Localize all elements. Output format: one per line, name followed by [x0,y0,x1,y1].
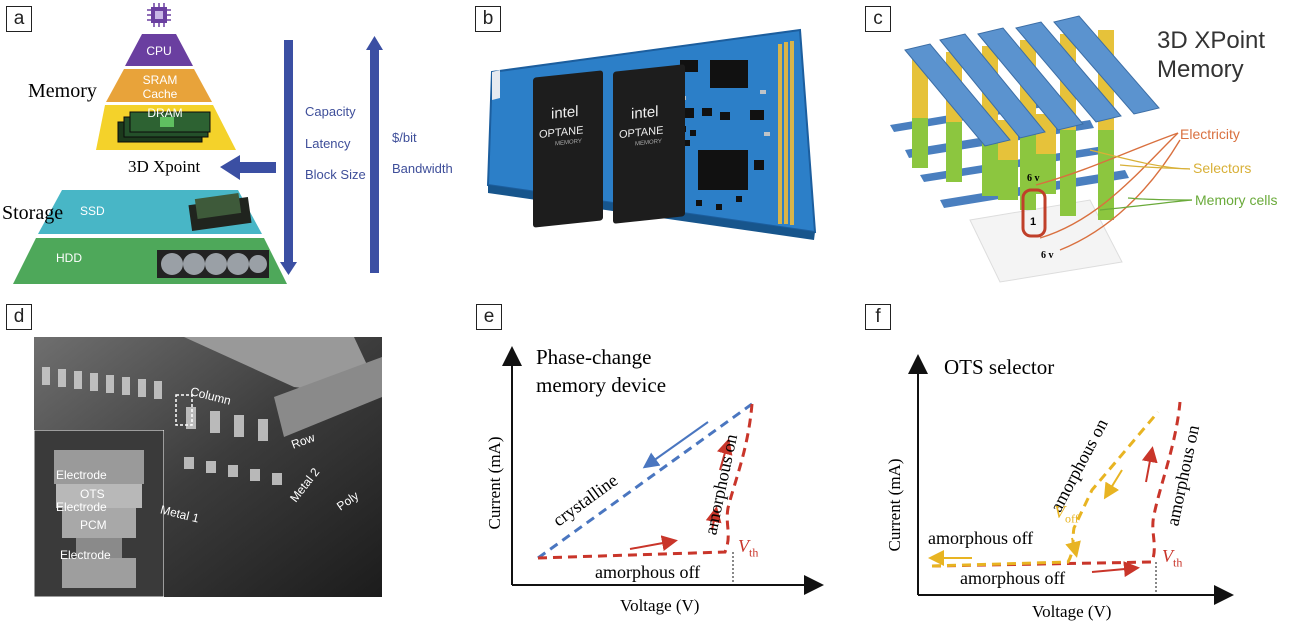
memory-text-1: MEMORY [555,138,582,148]
intel-logo-2: intel [631,102,659,123]
voltage-bottom-label: 6 v [1041,250,1054,261]
voff-label: Voff [1054,502,1079,527]
tier-dram-label: DRAM [147,106,183,120]
panel-label-c: c [865,6,891,32]
down-arrow-head [280,262,297,275]
inset-pcm-label: PCM [80,518,107,532]
panel-label-a: a [6,6,32,32]
memory-cell-leads [1099,197,1193,211]
panel-label-e: e [476,304,502,330]
panel-label-d: d [6,304,32,330]
panel-f: f OTS selector Current (mA) Voltage (V) … [860,300,1289,628]
ots-iv-plot [908,354,1234,605]
panel-e-ylabel: Current (mA) [485,436,504,530]
panel-d: d Column Row Metal 2 Poly Metal 1 El [0,300,430,628]
panel-a: a [0,0,470,290]
block-size-label: Block Size [305,167,366,182]
panel-label-f: f [865,304,891,330]
crystalline-direction-arrow [642,421,709,469]
amorphous-off-lower-label: amorphous off [960,568,1066,588]
sram-tier [106,69,212,102]
tier-ssd-label: SSD [80,204,105,218]
ots-off-curve [931,401,1182,568]
panel-c-title: 3D XPoint Memory [1157,27,1266,83]
on-direction-arrow [717,438,733,471]
panel-e-xlabel: Voltage (V) [620,596,700,615]
off-direction-arrow-1 [629,535,678,552]
ssd-boards-icon [188,193,252,232]
up-arrow-head [366,36,383,50]
vth-label: Vth [738,536,758,561]
panel-f-ylabel: Current (mA) [885,458,904,552]
hdd-disks-icon [157,250,269,278]
panel-f-title: OTS selector [944,355,1055,379]
amorphous-curve [537,403,754,560]
legend-selectors: Selectors [1193,160,1252,176]
storage-label: Storage [2,202,64,224]
up-arrow-shaft [370,48,379,273]
voff-subscript: off [1065,511,1079,526]
inset-ots-label: OTS [80,487,105,501]
inset-electrode-top-label: Electrode [56,468,107,482]
panel-e-title: Phase-change memory device [536,345,667,397]
memory-text-2: MEMORY [635,138,662,148]
crosspoint-array [890,15,1193,283]
memory-pyramid [13,34,383,284]
legend-electricity: Electricity [1180,126,1240,142]
off-direction-arrow-2 [705,506,722,531]
vth-symbol: V [1162,546,1173,566]
tier-cpu-label: CPU [146,44,172,58]
panel-label-b: b [475,6,501,32]
inset-electrode-bottom-label: Electrode [60,548,111,562]
white-wordline [969,199,1123,283]
down-arrow-shaft [284,40,293,265]
cell-number-label: 1 [1030,216,1037,228]
vth-subscript: th [749,545,759,560]
amorphous-off-label: amorphous off [595,562,701,582]
on-down-arrow [1103,469,1123,500]
voff-symbol: V [1054,502,1065,522]
vth-symbol: V [738,536,749,556]
cpu-chip-icon [147,3,171,27]
vth-label: Vth [1162,546,1182,571]
selected-cell [1021,188,1047,238]
latency-label: Latency [305,136,351,151]
voff-arrow [1065,537,1081,558]
memory-label: Memory [28,80,97,102]
dram-modules-icon [117,111,211,143]
panel-e: e Phase-change memory device Current (mA… [470,300,860,628]
legend-memory-cells: Memory cells [1195,192,1278,208]
inset-electrode-mid-label: Electrode [56,500,107,514]
off-direction-arrow [1091,561,1140,578]
electricity-wires [1035,132,1181,251]
optane-chip-2: intel OPTANE MEMORY [613,64,685,224]
cost-per-bit-label: $/bit [392,130,417,145]
intel-logo-1: intel [551,102,579,123]
top-lines [904,15,1160,147]
capacity-label: Capacity [305,104,356,119]
optane-chip-1: intel OPTANE MEMORY [533,70,603,228]
bandwidth-label: Bandwidth [392,161,453,176]
panel-f-xlabel: Voltage (V) [1032,602,1112,621]
tier-hdd-label: HDD [56,251,82,265]
column-highlight [175,394,193,426]
vth-subscript: th [1173,555,1183,570]
xpoint-label: 3D Xpoint [128,157,201,176]
on-up-arrow [1141,446,1158,483]
xpoint-arrow [220,155,276,180]
sem-inset [34,430,164,597]
selector-leads [1089,149,1191,170]
cpu-tier [125,34,193,66]
panel-b: b intel OPTANE MEMORY intel OPTANE M [470,0,860,290]
panel-c: c [860,0,1289,290]
voltage-top-label: 6 v [1027,173,1040,184]
amorphous-off-upper-label: amorphous off [928,528,1034,548]
tier-sram-label: SRAM Cache [142,73,178,101]
pcm-iv-plot [502,346,824,595]
